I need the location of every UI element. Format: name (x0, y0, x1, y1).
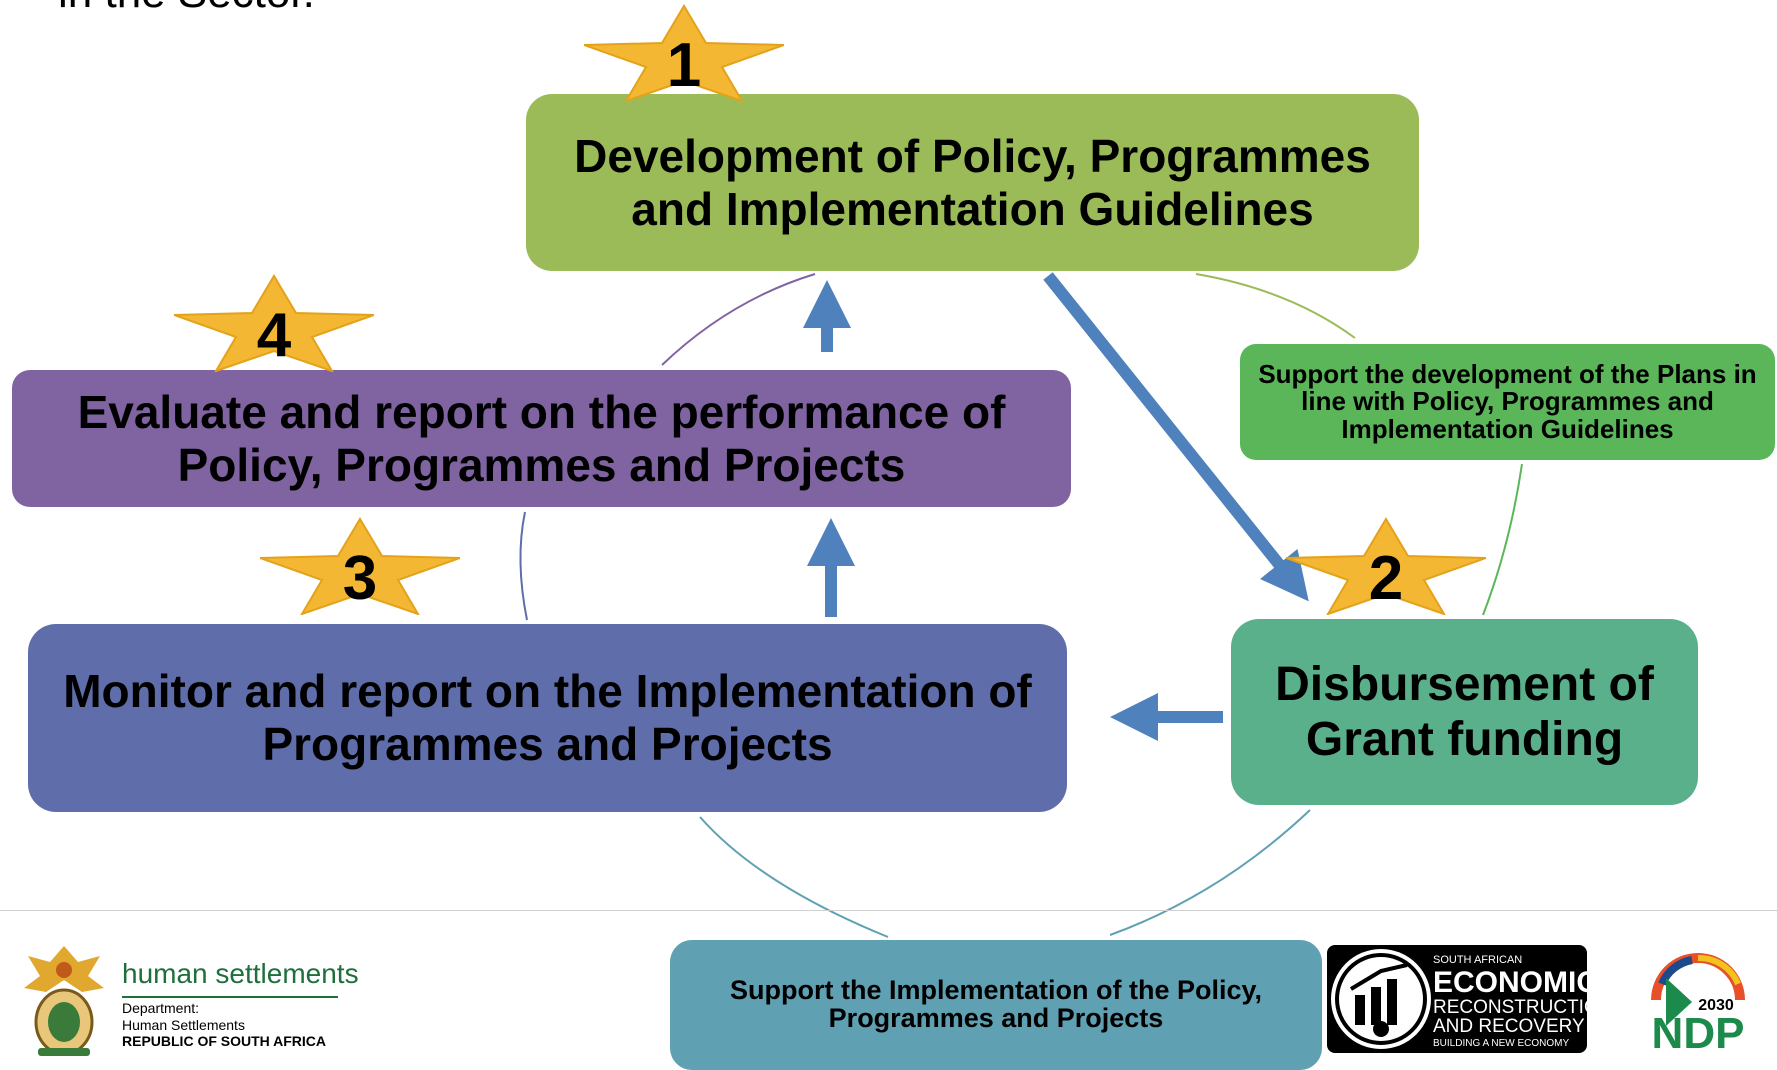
curve-step1-to-plans (1195, 273, 1356, 339)
coat-of-arms-icon (24, 946, 104, 1056)
support-plans-box: Support the development of the Plans in … (1240, 344, 1775, 460)
department-line-2: Human Settlements (122, 1017, 245, 1033)
step-4-number: 4 (257, 301, 292, 370)
bar-chart-icon (1335, 953, 1427, 1045)
err-mid-text-1: RECONSTRUCTION (1433, 997, 1613, 1018)
err-emblem-icon (1331, 949, 1431, 1049)
ndp-logo: 2030 NDP (1651, 953, 1745, 1056)
footer-divider (0, 910, 1777, 911)
err-small-text: SOUTH AFRICAN (1433, 954, 1523, 966)
ndp-year: 2030 (1698, 997, 1734, 1014)
step-3-box: Monitor and report on the Implementation… (28, 624, 1067, 812)
curve-step4-to-step1 (661, 273, 816, 366)
curve-impl-to-step3 (699, 816, 889, 938)
star-icon (174, 274, 374, 372)
star-icon (260, 517, 460, 615)
step-2-number: 2 (1369, 544, 1403, 613)
step-1-box: Development of Policy, Programmes and Im… (526, 94, 1419, 271)
step-2-box: Disbursement of Grant funding (1231, 619, 1698, 805)
department-rule (122, 996, 338, 998)
step-3-number: 3 (343, 544, 377, 613)
support-implementation-box: Support the Implementation of the Policy… (670, 940, 1322, 1070)
department-line-1: Department: (122, 1000, 200, 1016)
curve-step3-to-step4 (519, 511, 528, 621)
err-tagline: BUILDING A NEW ECONOMY (1433, 1038, 1570, 1049)
curve-step2-to-impl (1109, 809, 1311, 936)
department-title: human settlements (122, 958, 359, 989)
star-icon (1286, 517, 1486, 615)
star-4-badge: 4 (174, 274, 374, 372)
ndp-text: NDP (1652, 1009, 1745, 1056)
star-2-badge: 2 (1286, 517, 1486, 615)
err-logo: SOUTH AFRICAN ECONOMIC RECONSTRUCTION AN… (1327, 945, 1612, 1053)
heading-fragment: in the Sector. (58, 0, 315, 18)
department-line-3: REPUBLIC OF SOUTH AFRICA (122, 1033, 327, 1049)
star-icon (584, 4, 784, 102)
star-1-badge: 1 (584, 4, 784, 102)
star-3-badge: 3 (260, 517, 460, 615)
err-mid-text-2: AND RECOVERY (1433, 1016, 1585, 1037)
step-1-number: 1 (667, 31, 701, 100)
arrow-step1-to-step2 (1043, 272, 1309, 602)
curve-plans-to-step2 (1482, 463, 1523, 616)
err-big-text: ECONOMIC (1433, 966, 1598, 999)
step-4-box: Evaluate and report on the performance o… (12, 370, 1071, 507)
